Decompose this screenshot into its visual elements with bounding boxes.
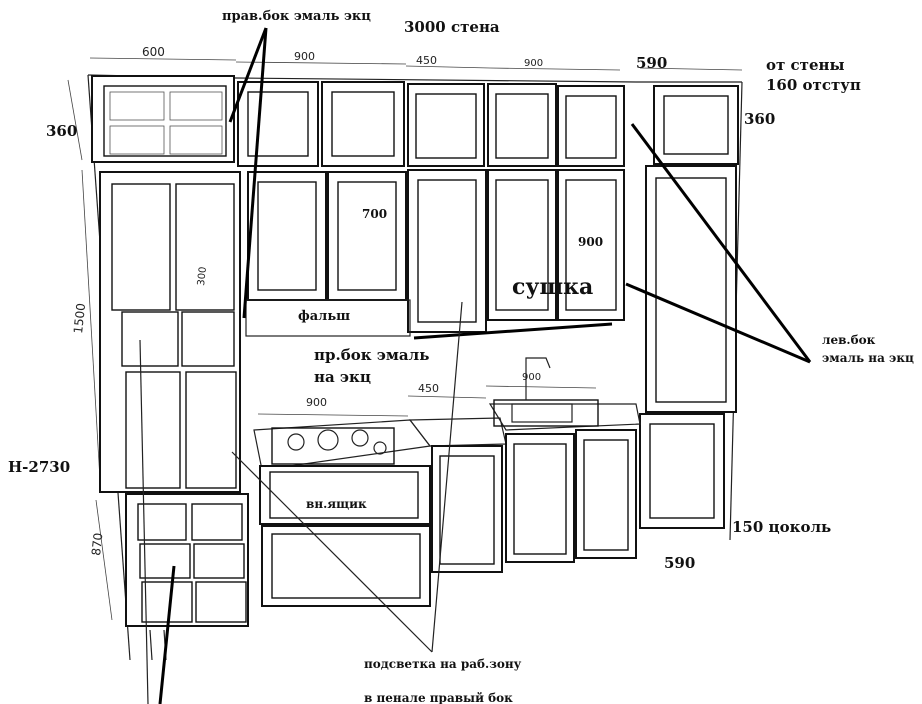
dim-870: 870 bbox=[89, 532, 105, 556]
countertop bbox=[253, 357, 641, 471]
note-left-side-2: эмаль на экц bbox=[822, 351, 914, 365]
note-falsh: фальш bbox=[298, 309, 350, 324]
dimension-lines bbox=[67, 57, 743, 621]
note-590-bottom: 590 bbox=[664, 554, 695, 572]
note-plinth: 150 цоколь bbox=[732, 518, 831, 536]
note-900: 900 bbox=[578, 235, 603, 249]
note-height-total: Н-2730 bbox=[8, 458, 70, 476]
note-360-left: 360 bbox=[46, 122, 77, 140]
note-right-side-top: прав.бок эмаль экц bbox=[222, 9, 371, 24]
dim-600: 600 bbox=[142, 45, 165, 59]
dim-900-sink: 900 bbox=[522, 372, 541, 383]
left-pencil-cabinet bbox=[91, 75, 249, 661]
note-pencil-side: в пенале правый бок bbox=[364, 691, 513, 704]
note-700: 700 bbox=[362, 207, 387, 221]
note-wall: 3000 стена bbox=[404, 18, 500, 36]
dim-450-counter: 450 bbox=[418, 382, 439, 395]
note-from-wall-2: 160 отступ bbox=[766, 76, 861, 94]
note-sushka: сушка bbox=[512, 274, 593, 300]
dim-450-top: 450 bbox=[416, 54, 437, 67]
note-right-side-mid-2: на экц bbox=[314, 368, 371, 386]
note-inner-drawer: вн.ящик bbox=[306, 497, 367, 511]
dimension-labels: 600 900 450 900 900 450 900 1500 870 300 bbox=[71, 45, 543, 556]
note-360-right: 360 bbox=[744, 110, 775, 128]
upper-top-row bbox=[237, 81, 625, 167]
note-590-top: 590 bbox=[636, 54, 667, 72]
note-left-side-1: лев.бок bbox=[822, 333, 876, 347]
note-right-side-mid-1: пр.бок эмаль bbox=[314, 346, 429, 364]
dim-900-top-right: 900 bbox=[524, 58, 543, 69]
upper-main-row bbox=[245, 169, 625, 337]
leader-lines bbox=[139, 27, 812, 704]
dim-1500: 1500 bbox=[71, 302, 88, 334]
annotations: прав.бок эмаль экц 3000 стена 590 от сте… bbox=[8, 9, 914, 704]
lower-cabinets bbox=[259, 429, 637, 607]
dim-300: 300 bbox=[196, 266, 209, 286]
right-tall-cabinet bbox=[639, 85, 739, 529]
dim-900-top: 900 bbox=[294, 50, 315, 63]
note-from-wall-1: от стены bbox=[766, 56, 845, 74]
note-lighting: подсветка на раб.зону bbox=[364, 657, 522, 671]
dim-900-counter: 900 bbox=[306, 396, 327, 409]
